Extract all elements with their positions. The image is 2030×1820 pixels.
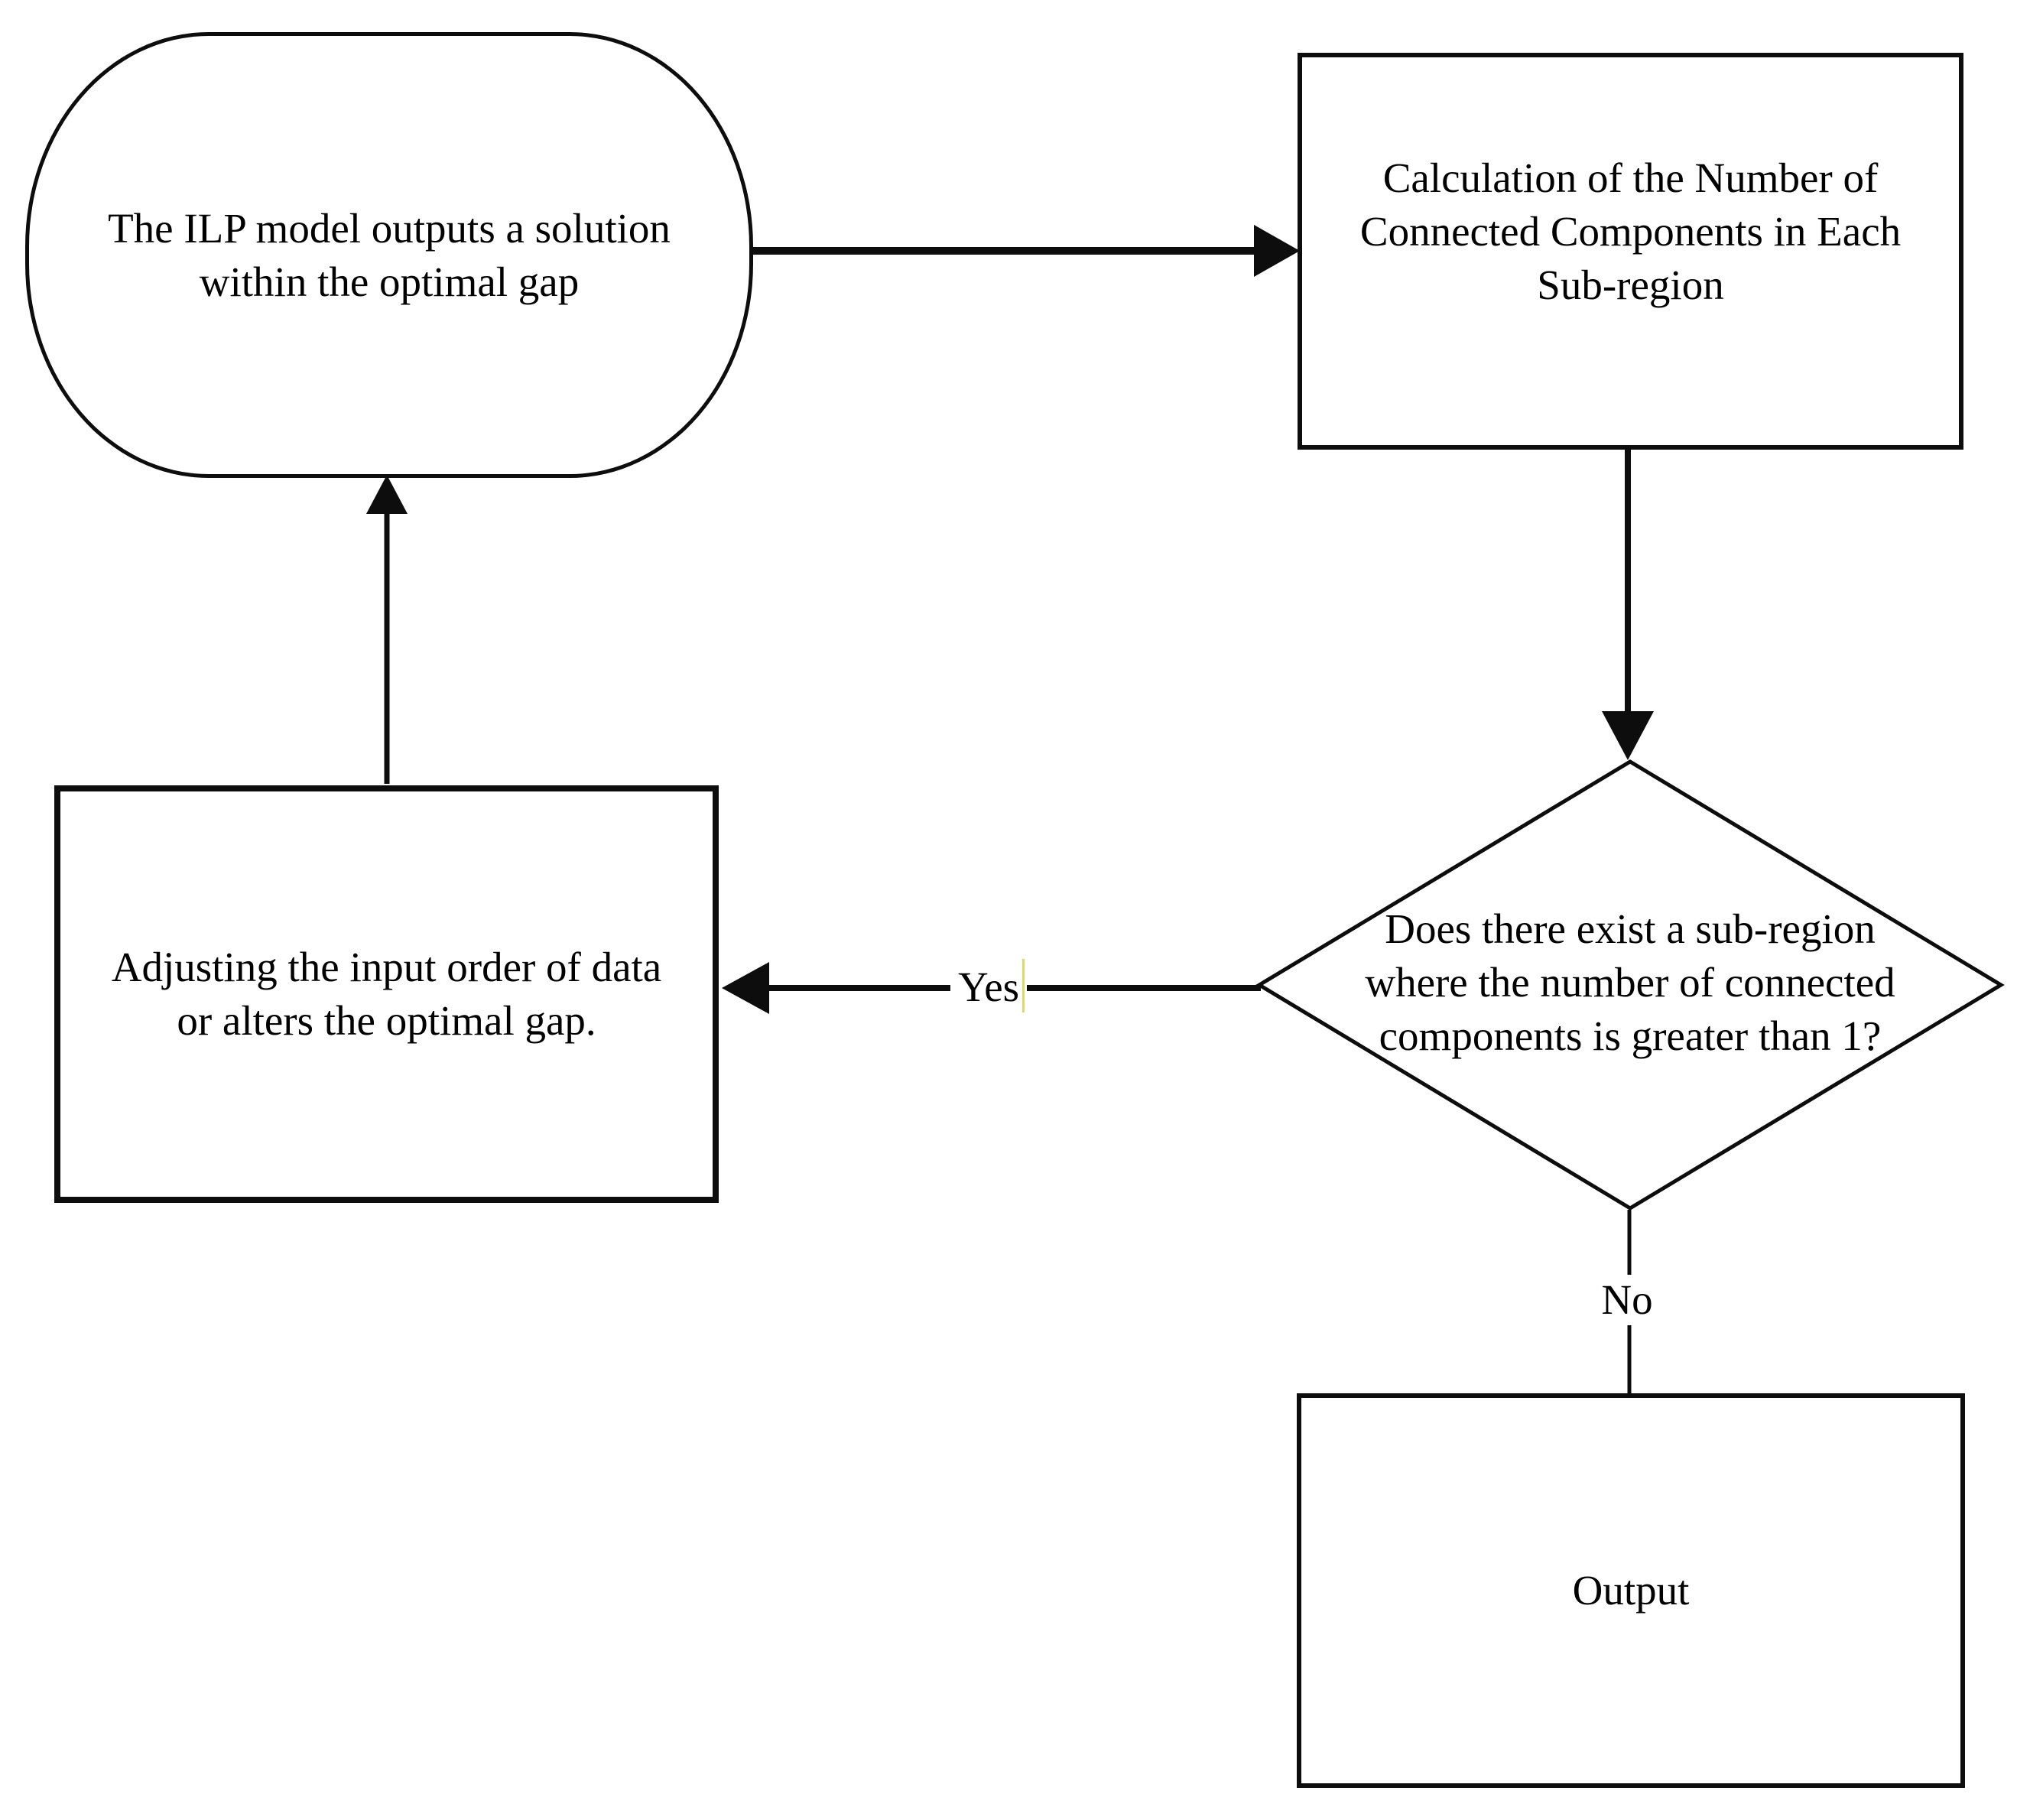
node-label-line: within the optimal gap xyxy=(199,258,580,305)
arrowhead-up-icon xyxy=(366,475,408,514)
node-label-line: Output xyxy=(1572,1567,1690,1614)
node-label-line: Adjusting the input order of data xyxy=(111,944,662,990)
arrowhead-left-icon xyxy=(722,962,769,1014)
output-node: Output xyxy=(1297,1393,1965,1788)
node-label-line: Connected Components in Each xyxy=(1359,207,1902,255)
node-label-line: where the number of connected xyxy=(1365,959,1895,1006)
decision-node-label: Does there exist a sub-region where the … xyxy=(1365,902,1895,1063)
node-label-line: Sub-region xyxy=(1537,261,1724,308)
node-label-line: Does there exist a sub-region xyxy=(1385,905,1876,952)
no-edge-label: No xyxy=(1593,1275,1661,1325)
yes-edge-label: Yes xyxy=(950,962,1028,1012)
node-label-line: components is greater than 1? xyxy=(1379,1012,1882,1059)
arrowhead-down-icon xyxy=(1602,711,1654,760)
node-label-line: The ILP model outputs a solution xyxy=(108,204,671,252)
node-label-line: or alters the optimal gap. xyxy=(177,997,596,1044)
text-cursor-artifact xyxy=(1022,959,1025,1012)
node-label-line: Calculation of the Number of xyxy=(1382,154,1879,201)
calc-components-node: Calculation of the Number of Connected C… xyxy=(1298,53,1963,450)
start-terminator-node: The ILP model outputs a solution within … xyxy=(25,32,753,478)
adjust-input-node: Adjusting the input order of data or alt… xyxy=(54,785,719,1203)
decision-diamond-shape xyxy=(1255,759,2005,1211)
arrowhead-right-icon xyxy=(1254,225,1300,277)
